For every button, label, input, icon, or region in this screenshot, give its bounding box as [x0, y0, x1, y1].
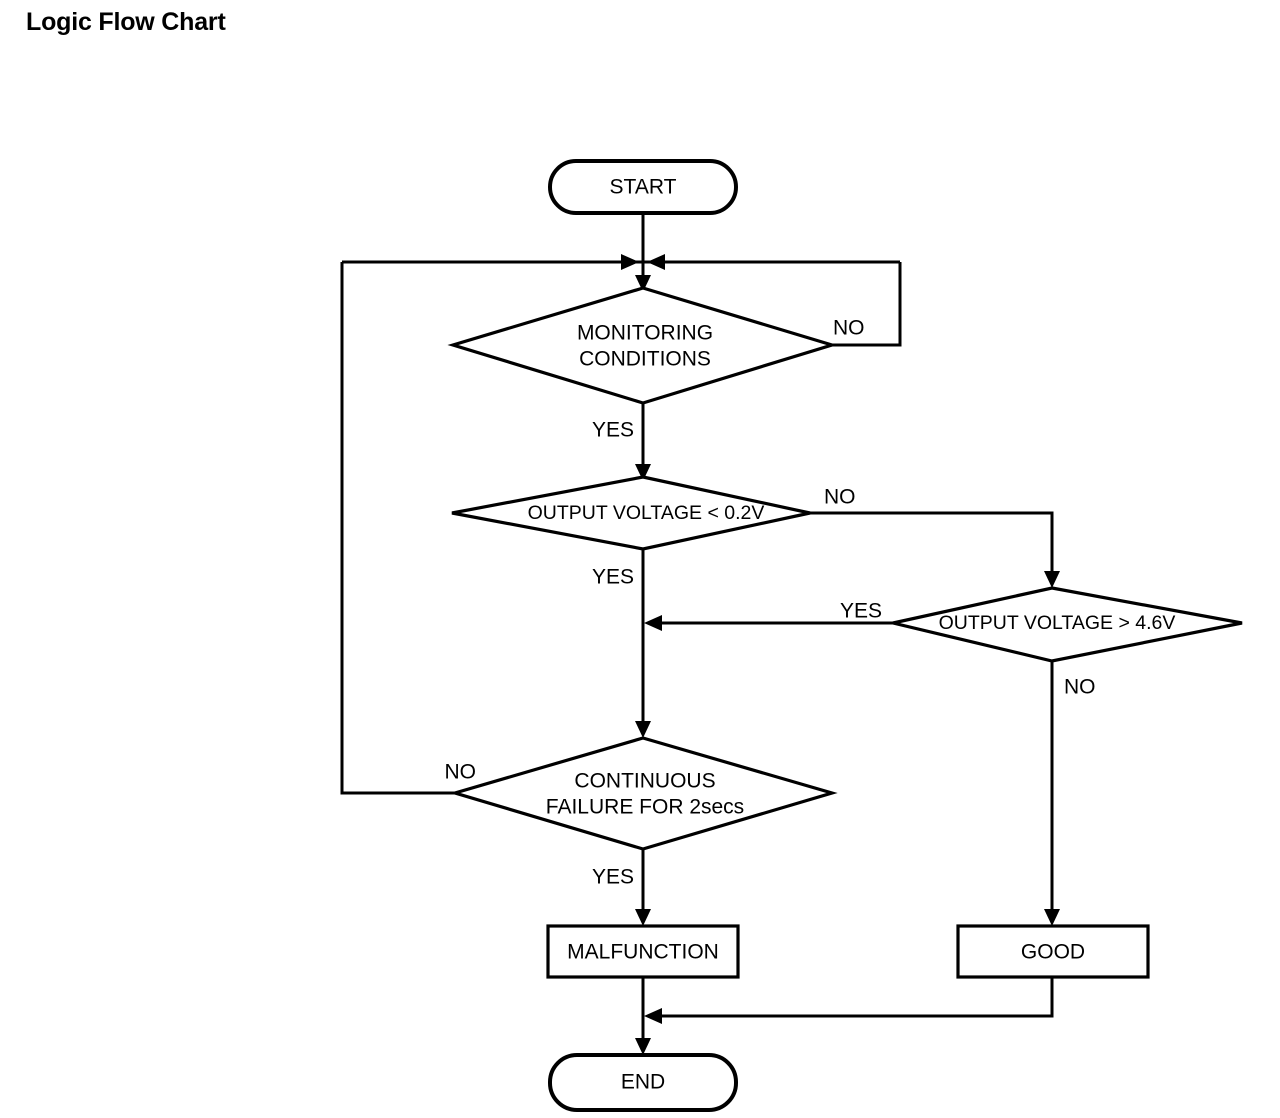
monitoring-shape — [447, 286, 838, 405]
edge-label-monitoring-no: NO — [833, 317, 865, 340]
arrow-down-into-volt-high — [1044, 571, 1060, 588]
arrow-down-into-good — [1044, 909, 1060, 926]
start-label: START — [610, 176, 677, 199]
edge-label-cont-failure-yes: YES — [592, 866, 634, 889]
edge-label-volt-high-yes: YES — [840, 600, 882, 623]
edge-malfunction-to-end — [635, 977, 651, 1055]
page-title: Logic Flow Chart — [26, 8, 226, 36]
malfunction-label: MALFUNCTION — [567, 941, 719, 964]
edge-label-monitoring-yes: YES — [592, 419, 634, 442]
start-shape — [548, 159, 738, 215]
good-label: GOOD — [1021, 941, 1085, 964]
node-end[interactable]: END — [548, 1053, 738, 1112]
edge-monitoring-no — [832, 262, 902, 347]
edge-monitoring-yes — [635, 403, 651, 481]
edge-label-volt-low-no: NO — [824, 486, 856, 509]
malfunction-shape — [546, 924, 740, 979]
node-continuous-failure[interactable]: CONTINUOUS FAILURE FOR 2secs — [449, 736, 838, 851]
arrow-down-into-cont-failure — [635, 721, 651, 738]
volt-low-shape — [451, 475, 811, 551]
edge-label-volt-low-yes: YES — [592, 566, 634, 589]
volt-low-label: OUTPUT VOLTAGE < 0.2V — [528, 502, 765, 524]
edge-volt-high-no — [1044, 661, 1060, 926]
edge-volt-low-yes — [635, 549, 651, 738]
edge-cont-failure-no — [340, 262, 455, 795]
node-output-voltage-high[interactable]: OUTPUT VOLTAGE > 4.6V — [892, 586, 1243, 663]
end-shape — [548, 1053, 738, 1112]
arrow-right-into-junction — [621, 254, 639, 270]
edge-label-cont-failure-no: NO — [445, 761, 477, 784]
node-start[interactable]: START — [548, 159, 738, 215]
edge-volt-low-no — [810, 511, 1060, 588]
node-good[interactable]: GOOD — [956, 924, 1150, 979]
node-malfunction[interactable]: MALFUNCTION — [546, 924, 740, 979]
arrow-down-into-end — [635, 1038, 651, 1055]
edge-label-volt-high-no: NO — [1064, 676, 1096, 699]
volt-high-shape — [892, 586, 1243, 663]
cont-failure-label-line1: CONTINUOUS — [574, 770, 715, 793]
cont-failure-label-line2: FAILURE FOR 2secs — [546, 796, 744, 819]
arrow-down-into-monitoring — [635, 275, 651, 292]
arrow-left-into-main-line — [644, 615, 662, 631]
edge-loop-junction — [342, 254, 900, 270]
cont-failure-shape — [449, 736, 838, 851]
arrow-left-into-junction — [647, 254, 665, 270]
node-monitoring-conditions[interactable]: MONITORING CONDITIONS — [447, 286, 838, 405]
good-shape — [956, 924, 1150, 979]
edge-good-to-end — [644, 977, 1054, 1024]
edge-cont-failure-yes — [635, 849, 651, 926]
end-label: END — [621, 1071, 665, 1094]
node-output-voltage-low[interactable]: OUTPUT VOLTAGE < 0.2V — [451, 475, 811, 551]
arrow-down-into-malfunction — [635, 909, 651, 926]
monitoring-label-line1: MONITORING — [577, 322, 713, 345]
volt-high-label: OUTPUT VOLTAGE > 4.6V — [939, 612, 1176, 634]
arrow-down-into-volt-low — [635, 464, 651, 481]
arrow-left-into-end-line — [644, 1008, 662, 1024]
monitoring-label-line2: CONDITIONS — [579, 348, 711, 371]
edge-volt-high-yes — [644, 615, 893, 631]
edge-start-to-monitoring — [635, 213, 651, 292]
